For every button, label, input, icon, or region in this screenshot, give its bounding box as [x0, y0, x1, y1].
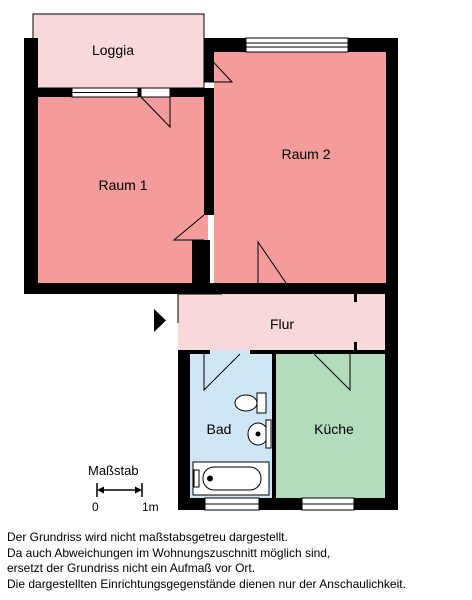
floor-plan: Loggia Raum 1 Raum 2 Flur Bad Küche Maßs… — [24, 13, 398, 514]
walls — [24, 38, 398, 510]
room-label-loggia: Loggia — [92, 42, 134, 58]
toilet-icon — [234, 392, 267, 414]
sink-icon — [247, 419, 272, 449]
scale-start: 0 — [92, 500, 99, 514]
bathtub-icon — [192, 461, 270, 496]
kueche-area — [276, 354, 386, 498]
scale-bar: Maßstab 0 1m — [88, 463, 159, 514]
scale-title: Maßstab — [88, 463, 139, 478]
room-label-raum2: Raum 2 — [281, 146, 330, 162]
entrance-arrow-icon — [154, 309, 166, 332]
flur-wall-ticks — [354, 294, 357, 350]
raum1-area — [38, 97, 208, 283]
disclaimer-line: ersetzt der Grundriss nicht ein Aufmaß v… — [7, 561, 256, 576]
disclaimer: Der Grundriss wird nicht maßstabsgetreu … — [7, 530, 469, 592]
room-label-kueche: Küche — [314, 421, 354, 437]
door-swings — [140, 51, 351, 392]
disclaimer-line: Der Grundriss wird nicht maßstabsgetreu … — [7, 530, 288, 544]
raum2-area — [214, 52, 386, 283]
room-label-bad: Bad — [207, 421, 232, 437]
loggia-area — [32, 13, 205, 89]
scale-end: 1m — [142, 500, 159, 514]
room-label-flur: Flur — [270, 316, 294, 332]
disclaimer-line: Die dargestellten Einrichtungsgegenständ… — [7, 576, 406, 591]
flur-area — [178, 294, 385, 350]
room-label-raum1: Raum 1 — [98, 177, 147, 193]
windows — [71, 37, 355, 511]
disclaimer-line: Da auch Abweichungen im Wohnungszuschnit… — [7, 545, 331, 560]
